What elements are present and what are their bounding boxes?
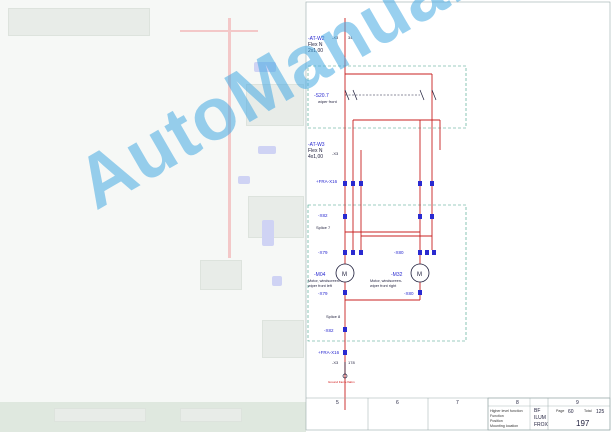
ground-label: Ground frame flattm: [328, 380, 355, 384]
svg-text:Total: Total: [584, 409, 592, 413]
x3-bottom-pin: 178: [348, 360, 355, 365]
ground-icon: [342, 362, 348, 379]
cable-w3-name: -AT-W3: [308, 142, 325, 148]
svg-text:197: 197: [576, 419, 590, 428]
cable-w3-size: 4x1,00: [308, 154, 323, 160]
blurred-previous-page: [0, 8, 306, 432]
switch-desc: wiper front: [318, 99, 338, 104]
motor-frame: [307, 204, 467, 342]
svg-text:Function: Function: [490, 414, 504, 418]
motor-m04-letter: M: [342, 272, 347, 278]
cable-w3-type: Flex N: [308, 148, 323, 154]
fra-bottom: +FRA-X16: [318, 350, 340, 355]
switch-frame: [307, 65, 467, 129]
svg-text:Position: Position: [490, 419, 503, 423]
x3-top: -X3: [332, 35, 339, 40]
wires: [344, 18, 441, 410]
svg-text:125: 125: [596, 409, 605, 415]
column-8: 8: [516, 400, 519, 406]
column-6: 6: [396, 400, 399, 406]
svg-text:BF: BF: [534, 408, 540, 414]
motor-m32-letter: M: [417, 272, 422, 278]
x82-bottom-label: -X82: [324, 328, 334, 333]
motor-m32-tag: -M32: [391, 272, 403, 278]
splice-7: Splice 7: [316, 225, 331, 230]
svg-text:Higher level function: Higher level function: [490, 409, 523, 413]
motor-m04-tag: -M04: [314, 272, 326, 278]
terminals: [343, 181, 436, 355]
x3-bottom: -X3: [332, 360, 339, 365]
cable-w2-name: -AT-W2: [308, 36, 325, 42]
switch-tag: -S20.7: [314, 93, 329, 99]
x80-label: -X80: [394, 250, 404, 255]
motor-m04-desc1: Motor, windscreen-: [308, 279, 341, 283]
motor-m32-desc2: wiper front right: [370, 284, 397, 288]
page-border: [305, 1, 611, 431]
switch-contacts: [344, 89, 437, 101]
x80-bottom-label: -X80: [404, 291, 414, 296]
x3-top-pin: 34: [348, 35, 353, 40]
cable-w2-type: Flex N: [308, 42, 323, 48]
title-block: [487, 397, 611, 431]
motor-m32-desc1: Motor, windscreen-: [370, 279, 403, 283]
title-block-text: Higher level function Function Position …: [490, 408, 605, 428]
motor-m04-symbol: [335, 263, 355, 283]
svg-text:ILUM: ILUM: [534, 415, 546, 421]
x79-bottom-label: -X79: [318, 291, 328, 296]
motor-m32-symbol: [410, 263, 430, 283]
svg-text:Page: Page: [556, 409, 564, 413]
splice-8: Splice 8: [326, 314, 341, 319]
column-9: 9: [576, 400, 579, 406]
x79-label: -X79: [318, 250, 328, 255]
motor-m04-desc2: wiper front left: [308, 284, 333, 288]
column-5: 5: [336, 400, 339, 406]
column-7: 7: [456, 400, 459, 406]
cable-w2-size: 2x1,00: [308, 48, 323, 54]
svg-text:Mounting location: Mounting location: [490, 424, 518, 428]
svg-text:FROX: FROX: [534, 422, 549, 428]
svg-text:60: 60: [568, 409, 574, 415]
fra-top: +FRA-X16: [316, 179, 338, 184]
x82-label: -X82: [318, 213, 328, 218]
x3-mid: -X3: [332, 151, 339, 156]
